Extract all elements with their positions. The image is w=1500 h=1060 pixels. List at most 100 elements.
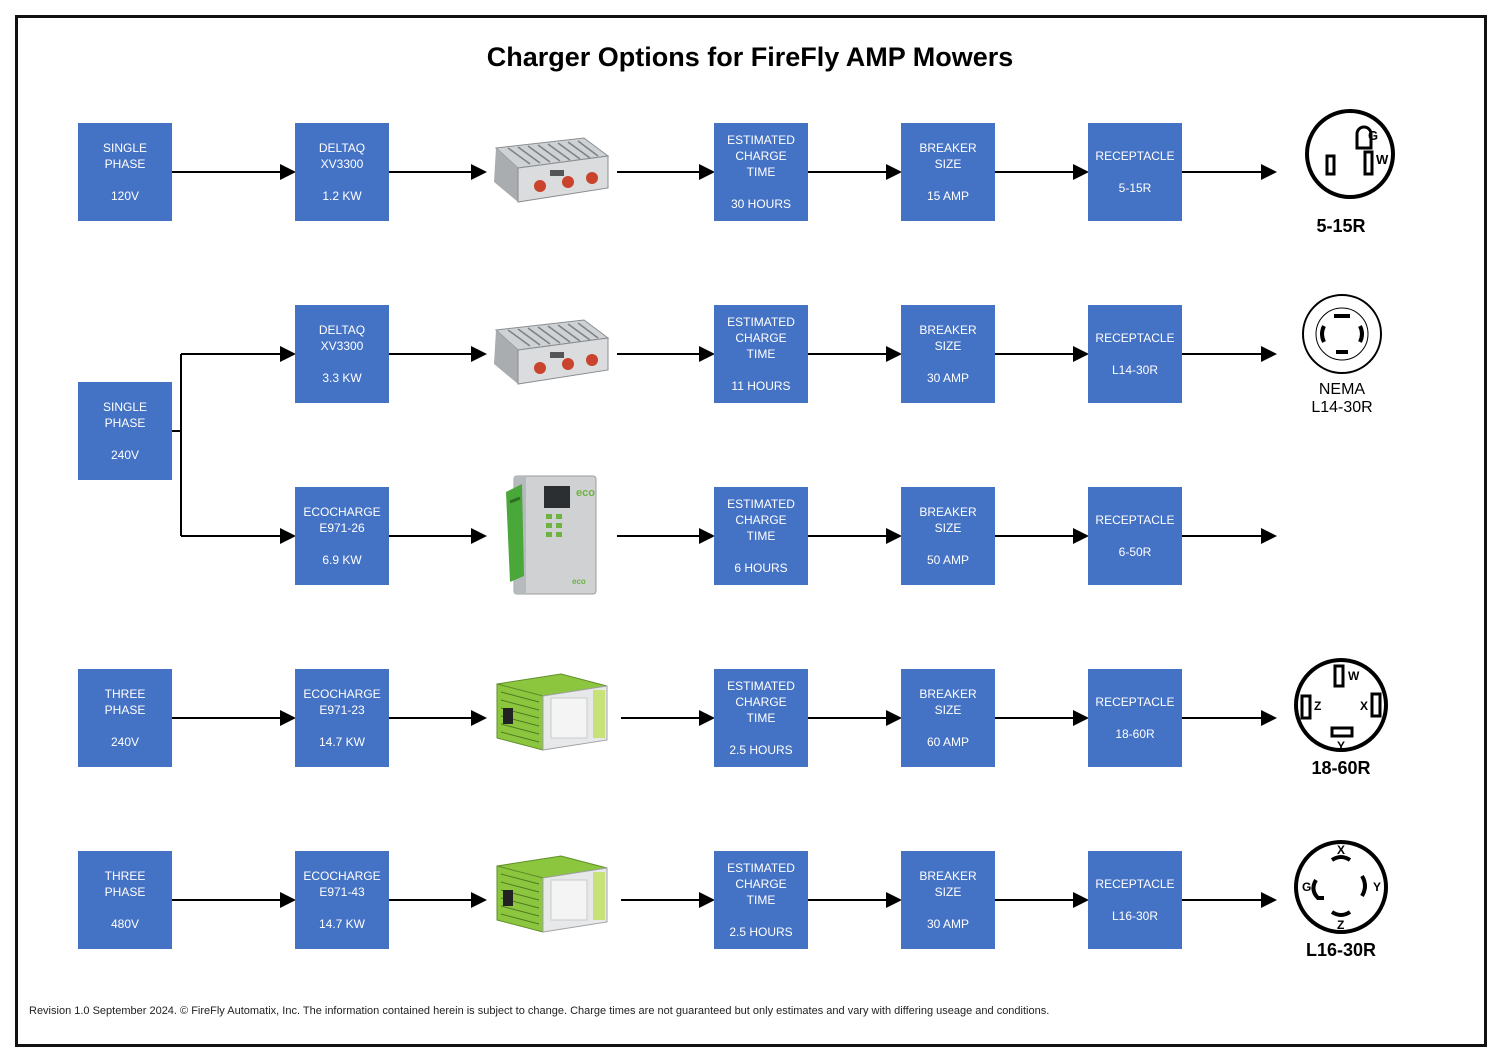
box-text: ECOCHARGE bbox=[303, 687, 381, 701]
box-text: BREAKER bbox=[919, 869, 977, 883]
box-text: TIME bbox=[746, 529, 776, 543]
charge-time-box: ESTIMATED CHARGE TIME 6 HOURS bbox=[714, 487, 808, 585]
box-text: BREAKER bbox=[919, 141, 977, 155]
box-text: PHASE bbox=[104, 157, 146, 171]
receptacle-l14-30r-icon bbox=[1302, 294, 1382, 374]
charge-time-box: ESTIMATED CHARGE TIME 2.5 HOURS bbox=[714, 851, 808, 949]
box-text: THREE bbox=[104, 687, 146, 701]
ecocharge-wallbox-image: eco eco bbox=[506, 475, 597, 595]
box-text: E971-23 bbox=[319, 703, 365, 717]
box-text: 480V bbox=[110, 917, 140, 931]
box-text: 15 AMP bbox=[926, 189, 970, 203]
plug-letter: Z bbox=[1337, 918, 1344, 932]
box-text: E971-43 bbox=[319, 885, 365, 899]
deltaq-charger-image bbox=[494, 319, 610, 385]
box-text: THREE bbox=[104, 869, 146, 883]
deltaq-charger-image bbox=[494, 137, 610, 203]
box-text: DELTAQ bbox=[318, 323, 366, 337]
charge-time-box: ESTIMATED CHARGE TIME 11 HOURS bbox=[714, 305, 808, 403]
receptacle-label-line: L14-30R bbox=[1311, 399, 1373, 416]
plug-letter: W bbox=[1348, 669, 1360, 683]
breaker-box: BREAKER SIZE 60 AMP bbox=[901, 669, 995, 767]
breaker-box: BREAKER SIZE 30 AMP bbox=[901, 305, 995, 403]
plug-letter: X bbox=[1360, 699, 1368, 713]
receptacle-box: RECEPTACLE L16-30R bbox=[1088, 851, 1182, 949]
supply-box: SINGLE PHASE 120V bbox=[78, 123, 172, 221]
box-text: SIZE bbox=[934, 157, 962, 171]
plug-letter: Z bbox=[1314, 699, 1321, 713]
box-text: ECOCHARGE bbox=[303, 869, 381, 883]
box-text: TIME bbox=[746, 165, 776, 179]
box-text: PHASE bbox=[104, 703, 146, 717]
charge-time-box: ESTIMATED CHARGE TIME 2.5 HOURS bbox=[714, 669, 808, 767]
box-text: 2.5 HOURS bbox=[729, 925, 793, 939]
box-text: PHASE bbox=[104, 416, 146, 430]
box-text: 14.7 KW bbox=[318, 917, 366, 931]
receptacle-label: 5-15R bbox=[1316, 216, 1366, 236]
ecocharge-industrial-image bbox=[496, 673, 608, 751]
plug-letter: G bbox=[1302, 880, 1311, 894]
box-text: 30 AMP bbox=[926, 371, 970, 385]
box-text: L16-30R bbox=[1111, 909, 1159, 923]
plug-letter: W bbox=[1376, 152, 1389, 167]
box-text: RECEPTACLE bbox=[1095, 877, 1175, 891]
box-text: BREAKER bbox=[919, 505, 977, 519]
box-text: 2.5 HOURS bbox=[729, 743, 793, 757]
box-text: SIZE bbox=[934, 521, 962, 535]
plug-letter: Y bbox=[1337, 739, 1345, 753]
charger-box: DELTAQ XV3300 3.3 KW bbox=[295, 305, 389, 403]
supply-box: SINGLE PHASE 240V bbox=[78, 382, 172, 480]
charger-box: ECOCHARGE E971-23 14.7 KW bbox=[295, 669, 389, 767]
box-text: 11 HOURS bbox=[731, 379, 791, 393]
box-text: ESTIMATED bbox=[727, 497, 795, 511]
box-text: SINGLE bbox=[102, 400, 147, 414]
box-text: SIZE bbox=[934, 885, 962, 899]
box-text: CHARGE bbox=[735, 877, 787, 891]
box-text: ESTIMATED bbox=[727, 679, 795, 693]
charger-box: ECOCHARGE E971-43 14.7 KW bbox=[295, 851, 389, 949]
box-text: 120V bbox=[110, 189, 140, 203]
box-text: 6 HOURS bbox=[734, 561, 788, 575]
box-text: RECEPTACLE bbox=[1095, 149, 1175, 163]
plug-letter: X bbox=[1337, 843, 1345, 857]
charge-time-box: ESTIMATED CHARGE TIME 30 HOURS bbox=[714, 123, 808, 221]
box-text: TIME bbox=[746, 347, 776, 361]
box-text: TIME bbox=[746, 711, 776, 725]
receptacle-box: RECEPTACLE L14-30R bbox=[1088, 305, 1182, 403]
box-text: SINGLE bbox=[102, 141, 147, 155]
receptacle-5-15r-icon: G W bbox=[1305, 109, 1395, 199]
eco-logo-text: eco bbox=[576, 487, 595, 499]
box-text: CHARGE bbox=[735, 695, 787, 709]
box-text: DELTAQ bbox=[318, 141, 366, 155]
box-text: PHASE bbox=[104, 885, 146, 899]
box-text: CHARGE bbox=[735, 149, 787, 163]
charger-box: ECOCHARGE E971-26 6.9 KW bbox=[295, 487, 389, 585]
box-text: CHARGE bbox=[735, 513, 787, 527]
page-title: Charger Options for FireFly AMP Mowers bbox=[486, 42, 1014, 72]
receptacle-18-60r-icon: W Z X Y bbox=[1294, 658, 1388, 753]
box-text: ESTIMATED bbox=[727, 861, 795, 875]
box-text: 14.7 KW bbox=[318, 735, 366, 749]
supply-box: THREE PHASE 480V bbox=[78, 851, 172, 949]
box-text: 5-15R bbox=[1118, 181, 1152, 195]
box-text: ESTIMATED bbox=[727, 133, 795, 147]
box-text: RECEPTACLE bbox=[1095, 331, 1175, 345]
box-text: SIZE bbox=[934, 703, 962, 717]
box-text: 60 AMP bbox=[926, 735, 970, 749]
box-text: 3.3 KW bbox=[322, 371, 362, 385]
eco-logo-text: eco bbox=[572, 577, 586, 586]
box-text: 18-60R bbox=[1115, 727, 1155, 741]
breaker-box: BREAKER SIZE 50 AMP bbox=[901, 487, 995, 585]
box-text: 50 AMP bbox=[926, 553, 970, 567]
breaker-box: BREAKER SIZE 15 AMP bbox=[901, 123, 995, 221]
receptacle-box: RECEPTACLE 5-15R bbox=[1088, 123, 1182, 221]
box-text: XV3300 bbox=[320, 157, 364, 171]
receptacle-label: NEMA L14-30R bbox=[1282, 381, 1402, 417]
box-text: ECOCHARGE bbox=[303, 505, 381, 519]
box-text: SIZE bbox=[934, 339, 962, 353]
receptacle-box: RECEPTACLE 18-60R bbox=[1088, 669, 1182, 767]
plug-letter: G bbox=[1368, 128, 1378, 143]
box-text: 1.2 KW bbox=[322, 189, 362, 203]
box-text: BREAKER bbox=[919, 323, 977, 337]
